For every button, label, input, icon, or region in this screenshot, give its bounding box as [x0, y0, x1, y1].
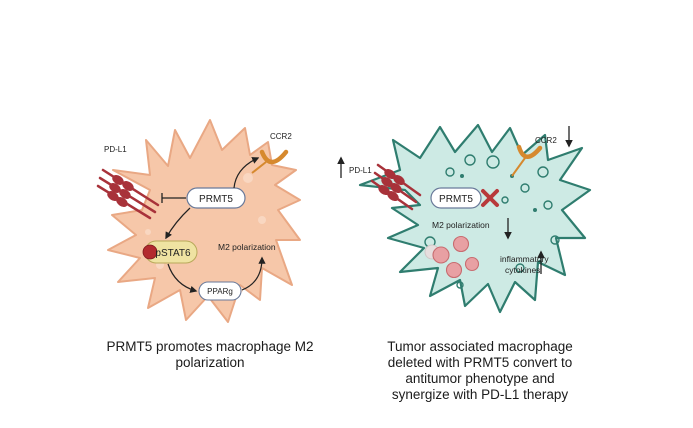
pparg-label: PPARg — [207, 287, 233, 296]
left-caption-line1: PRMT5 promotes macrophage M2 — [106, 339, 314, 354]
left-caption-line2: polarization — [175, 355, 245, 370]
pd-l1-receptor-left — [96, 168, 160, 220]
deletion-x-icon — [481, 189, 499, 207]
arrow-pparg-to-m2 — [241, 256, 266, 291]
right-caption-line3: antitumor phenotype and — [405, 371, 555, 386]
ccr2-label-right: CCR2 — [535, 136, 557, 145]
prmt5-box-left: PRMT5 — [186, 187, 246, 209]
cytokine-cluster — [424, 235, 480, 279]
left-caption: PRMT5 promotes macrophage M2 polarizatio… — [100, 339, 320, 371]
ccr2-receptor-left — [251, 149, 289, 174]
inhibition-arrow-prmt5-pdl1 — [161, 193, 186, 203]
m2-macrophage-membrane — [107, 119, 301, 323]
pparg-box: PPARg — [198, 281, 242, 301]
inflammatory-label-line2: cytokines — [505, 265, 540, 275]
ccr2-receptor-right — [511, 144, 543, 177]
right-caption-line2: deleted with PRMT5 convert to — [387, 355, 573, 370]
antitumor-macrophage-membrane — [358, 123, 592, 314]
ccr2-label-left: CCR2 — [270, 132, 292, 141]
m2-polarization-label-left: M2 polarization — [218, 242, 276, 252]
inflammatory-cytokines-label: inflammatory cytokines — [500, 254, 551, 275]
pd-l1-label-left: PD-L1 — [104, 145, 127, 154]
phospho-dot — [142, 244, 158, 260]
pd-l1-receptor-right — [370, 163, 422, 211]
pstat6-label: pSTAT6 — [155, 248, 191, 259]
prmt5-label-left: PRMT5 — [199, 194, 233, 205]
prmt5-label-right: PRMT5 — [439, 194, 473, 205]
pstat6-box: pSTAT6 — [142, 240, 198, 264]
arrow-prmt5-to-pstat6 — [165, 207, 191, 240]
vesicles — [424, 154, 560, 289]
prmt5-box-right: PRMT5 — [430, 187, 482, 209]
pd-l1-label-right: PD-L1 — [349, 166, 372, 175]
m2-macrophage-cell — [107, 119, 301, 323]
antitumor-macrophage-cell — [358, 123, 592, 314]
m2-polarization-label-right: M2 polarization — [432, 220, 490, 230]
arrow-pstat6-to-pparg — [167, 263, 198, 293]
inflammatory-label-line1: inflammatory — [500, 254, 549, 264]
right-caption-line4: synergize with PD-L1 therapy — [391, 387, 569, 402]
right-caption: Tumor associated macrophage deleted with… — [365, 339, 595, 403]
right-caption-line1: Tumor associated macrophage — [387, 339, 573, 354]
arrow-prmt5-to-ccr2 — [233, 157, 260, 189]
